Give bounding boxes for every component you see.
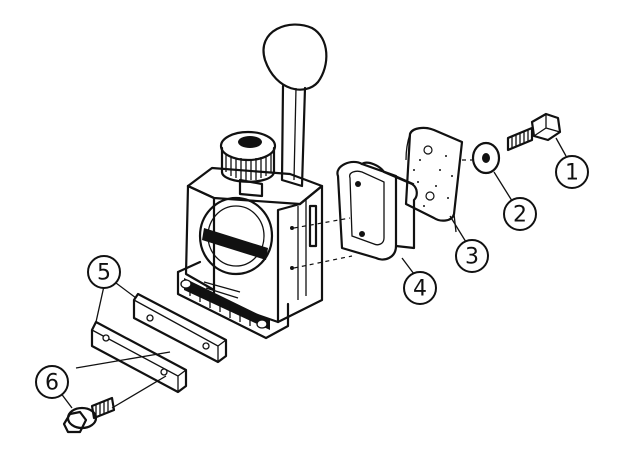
lever-handle-icon bbox=[262, 23, 328, 188]
hex-bolt-icon bbox=[506, 112, 562, 152]
callout-3: 3 bbox=[455, 239, 489, 273]
base-flange-icon bbox=[176, 260, 290, 340]
svg-text:3: 3 bbox=[465, 245, 479, 270]
callout-leaders bbox=[59, 137, 567, 409]
svg-text:6: 6 bbox=[45, 371, 59, 396]
callout-5: 5 bbox=[87, 255, 121, 289]
svg-text:2: 2 bbox=[513, 203, 527, 228]
flange-bolt-icon bbox=[62, 396, 116, 434]
washer-icon bbox=[462, 141, 501, 175]
callout-2: 2 bbox=[503, 197, 537, 231]
callout-4: 4 bbox=[403, 271, 437, 305]
knurled-cap-icon bbox=[219, 130, 277, 198]
svg-text:5: 5 bbox=[97, 261, 111, 286]
svg-text:1: 1 bbox=[565, 161, 579, 186]
callout-1: 1 bbox=[555, 155, 589, 189]
svg-text:4: 4 bbox=[413, 277, 427, 302]
cover-plate-icon bbox=[336, 160, 418, 261]
shim-plate-icon bbox=[75, 292, 228, 409]
callout-6: 6 bbox=[35, 365, 69, 399]
